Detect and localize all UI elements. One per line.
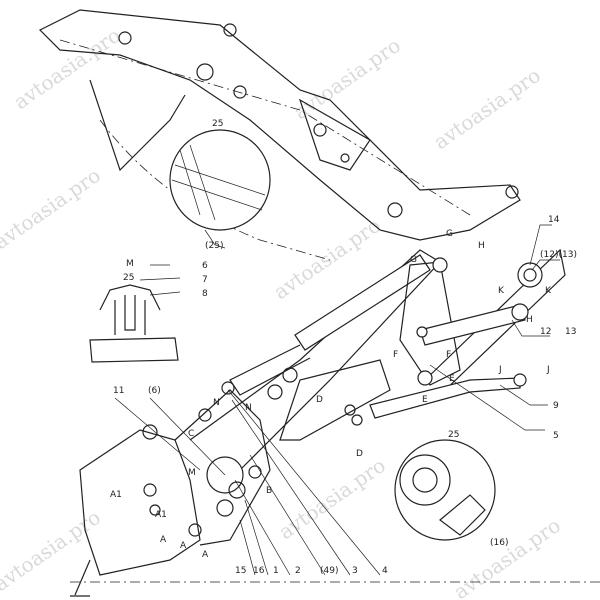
label-g2: G — [410, 255, 417, 265]
label-h1: H — [478, 241, 485, 251]
label-b: B — [266, 486, 272, 496]
label-49: (49) — [320, 566, 338, 576]
label-12: 12 — [540, 327, 551, 337]
label-c: C — [188, 429, 194, 439]
watermark: avtoasia.pro — [0, 505, 105, 596]
label-6-ref: (6) — [148, 386, 161, 396]
section-m-view — [89, 264, 181, 363]
label-e2: E — [422, 395, 428, 405]
label-a1: A — [160, 535, 167, 545]
label-5: 5 — [553, 431, 559, 441]
watermark: avtoasia.pro — [289, 33, 405, 124]
label-j2: J — [546, 365, 550, 375]
label-a1a: A1 — [110, 490, 122, 500]
watermark: avtoasia.pro — [429, 63, 545, 154]
label-k1: K — [498, 286, 505, 296]
label-detail-top: 25 — [212, 119, 223, 129]
label-k2: K — [545, 286, 552, 296]
label-15: 15 — [235, 566, 246, 576]
label-section-m-scale: 25 — [123, 273, 134, 283]
watermark: avtoasia.pro — [274, 453, 390, 544]
label-6: 6 — [202, 261, 208, 271]
watermark: avtoasia.pro — [0, 163, 105, 254]
label-4: 4 — [382, 566, 388, 576]
label-7: 7 — [202, 275, 208, 285]
label-16: 16 — [253, 566, 265, 576]
label-detail-top-ref: (25) — [205, 241, 223, 251]
label-8: 8 — [202, 289, 208, 299]
label-g1: G — [446, 229, 453, 239]
label-m2: M — [188, 468, 196, 478]
label-d1: D — [316, 395, 323, 405]
label-detail-bottom: 25 — [448, 430, 459, 440]
label-j1: J — [498, 365, 502, 375]
watermark: avtoasia.pro — [9, 23, 125, 114]
label-14: 14 — [548, 215, 560, 225]
label-d2: D — [356, 449, 363, 459]
detail-view-bottom — [394, 439, 496, 541]
label-3: 3 — [352, 566, 358, 576]
label-detail-bottom-ref: (16) — [490, 538, 508, 548]
label-9: 9 — [553, 401, 559, 411]
label-a3: A — [180, 541, 187, 551]
label-12-13-ref: (12)(13) — [540, 250, 577, 260]
label-f1: F — [393, 350, 398, 360]
label-a1b: A1 — [155, 510, 167, 520]
label-f2: F — [446, 350, 451, 360]
label-a2: A — [202, 550, 209, 560]
label-section-m: M — [126, 259, 134, 269]
detail-view-top — [169, 129, 271, 249]
label-1: 1 — [273, 566, 279, 576]
label-13: 13 — [565, 327, 576, 337]
label-e1: E — [449, 374, 455, 384]
labels: 25 (25) M 25 6 7 8 14 (12)(13) 12 13 G G… — [110, 119, 577, 576]
leader-lines — [114, 224, 560, 576]
label-2: 2 — [295, 566, 301, 576]
label-h2: H — [526, 315, 533, 325]
lower-boom — [189, 248, 566, 471]
label-11: 11 — [113, 386, 124, 396]
label-n1: N — [213, 398, 220, 408]
label-n2: N — [245, 403, 252, 413]
